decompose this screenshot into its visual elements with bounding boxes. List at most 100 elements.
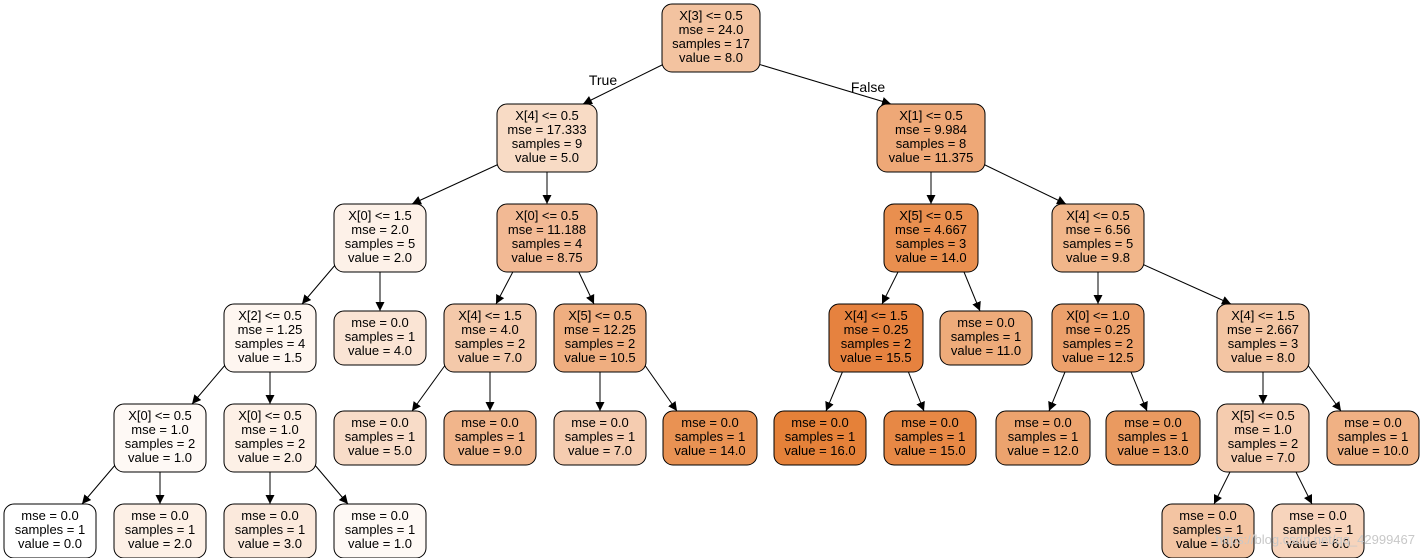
node-line: samples = 1 [345,429,415,444]
node-box [333,203,427,273]
edge [963,271,981,312]
tree-edge-n0-n1 [582,63,665,105]
node-line: mse = 0.0 [351,508,408,523]
edge [757,63,892,106]
node-line: samples = 1 [895,429,965,444]
node-line: X[3] <= 0.5 [679,8,743,23]
node-line: mse = 12.25 [564,322,636,337]
node-box [443,303,537,373]
node-box [1105,410,1201,466]
tree-edge-n7-n15 [191,363,227,405]
edge [825,371,843,412]
node-line: samples = 1 [951,329,1021,344]
edge [411,163,500,205]
node-line: value = 7.0 [1231,450,1295,465]
node-line: samples = 3 [1228,336,1298,351]
node-line: samples = 1 [565,429,635,444]
node-box [223,403,317,473]
node-line: samples = 3 [896,236,966,251]
node-line: mse = 0.0 [351,315,408,330]
tree-edge-n5-n12 [963,271,981,312]
node-line: mse = 4.0 [461,322,518,337]
tree-edge-n5-n11 [881,271,899,305]
node-box [1216,403,1310,473]
node-line: value = 10.0 [1337,443,1408,458]
node-line: mse = 9.984 [895,122,967,137]
node-line: X[0] <= 1.0 [1066,308,1130,323]
edge [1130,371,1148,412]
node-box [113,403,207,473]
node-box [876,103,986,173]
node-box [333,310,427,366]
node-line: value = 12.0 [1007,443,1078,458]
node-line: mse = 0.0 [791,415,848,430]
node-box [662,410,758,466]
node-line: samples = 17 [672,36,750,51]
node-line: value = 4.0 [348,343,412,358]
node-line: X[1] <= 0.5 [899,108,963,123]
edge [1295,471,1313,505]
node-line: samples = 1 [345,522,415,537]
edge [495,271,514,305]
node-line: value = 5.0 [515,150,579,165]
node-line: X[0] <= 1.5 [348,208,412,223]
node-box [1051,203,1145,273]
node-line: samples = 1 [1173,522,1243,537]
node-line: mse = 2.667 [1227,322,1299,337]
node-box [333,503,427,558]
node-line: mse = 0.0 [571,415,628,430]
node-box [496,203,598,273]
node-line: samples = 1 [1338,429,1408,444]
tree-edge-n10-n20 [643,363,678,412]
node-line: samples = 5 [1063,236,1133,251]
edge [881,271,899,305]
node-line: samples = 1 [235,522,305,537]
tree-edge-n3-n7 [301,263,337,305]
edge [1048,371,1066,412]
tree-edge-n0-n2 [757,63,892,106]
node-box [661,3,761,73]
edge [191,363,227,405]
node-line: X[4] <= 0.5 [515,108,579,123]
node-box [828,303,924,373]
node-line: mse = 11.188 [508,222,586,237]
edge [1141,263,1232,305]
node-line: value = 1.0 [128,450,192,465]
node-line: value = 8.0 [679,50,743,65]
node-line: value = 15.0 [894,443,965,458]
node-line: samples = 2 [235,436,305,451]
node-line: value = 7.0 [568,443,632,458]
node-line: value = 14.0 [895,250,966,265]
node-line: mse = 4.667 [895,222,967,237]
node-line: X[4] <= 1.5 [1231,308,1295,323]
node-line: mse = 1.25 [238,322,303,337]
node-line: mse = 0.0 [461,415,518,430]
node-line: mse = 1.0 [131,422,188,437]
node-line: value = 2.0 [238,450,302,465]
node-box [1326,410,1420,466]
node-line: mse = 0.0 [21,508,78,523]
node-line: mse = 0.0 [1124,415,1181,430]
node-line: mse = 0.0 [1014,415,1071,430]
node-line: value = 16.0 [784,443,855,458]
node-box [995,410,1091,466]
node-line: value = 10.5 [564,350,635,365]
node-box [1161,503,1255,558]
